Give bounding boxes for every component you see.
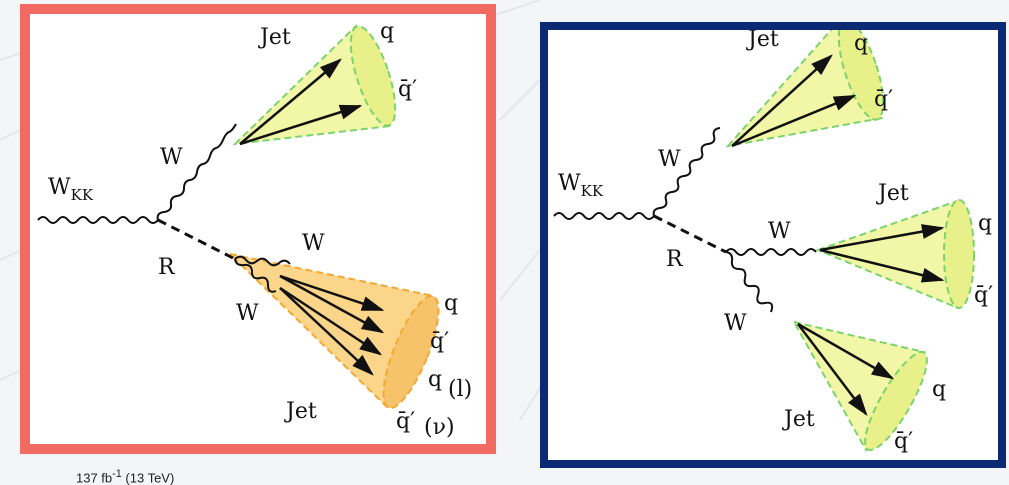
low-w-label: W [724, 311, 747, 336]
right-diagram-panel: WKK W Jet q q̄′ R W Jet q q̄′ W Jet q q̄… [540, 22, 1006, 468]
middle-jet-arrow-q [819, 224, 945, 252]
low-w-wavy-line [725, 251, 774, 313]
mid-jet-label: Jet [876, 181, 909, 206]
lower-jet-arrow-3 [279, 286, 383, 356]
upper-jet-label: Jet [258, 25, 291, 50]
lower-qbar1-label: q̄′ [430, 329, 449, 354]
left-feynman-diagram: WKK W Jet q q̄′ R W W Jet q q̄′ q (l) q̄… [37, 19, 472, 440]
lower-jet-arrow-q [797, 322, 895, 380]
lower-q2-label: q [428, 367, 442, 392]
upper-jet-label: Jet [746, 30, 779, 52]
upper-w-label: W [160, 145, 183, 170]
wkk-wavy-line [37, 216, 159, 224]
upper-qbar-label: q̄′ [398, 77, 417, 102]
lower-w-bottom-label: W [236, 301, 259, 326]
wkk-label: WKK [558, 171, 604, 200]
right-feynman-diagram: WKK W Jet q q̄′ R W Jet q q̄′ W Jet q q̄… [553, 30, 993, 454]
lower-nu-label: (ν) [424, 415, 455, 440]
lower-w-top-label: W [302, 231, 325, 256]
lower-jet-cone [792, 320, 928, 453]
mid-qbar-label: q̄′ [974, 283, 993, 308]
low-jet-label: Jet [782, 407, 815, 432]
upper-jet-arrow-qbar [731, 94, 857, 148]
upper-jet-cone [725, 30, 885, 148]
upper-jet-arrow-q [239, 58, 342, 145]
r-label: R [158, 255, 176, 280]
lower-jet-label: Jet [284, 399, 317, 424]
upper-q-label: q [380, 19, 394, 44]
low-q-label: q [932, 377, 946, 402]
wkk-wavy-line [553, 212, 655, 220]
upper-w-wavy-line [652, 127, 721, 217]
upper-qbar-label: q̄′ [874, 87, 893, 112]
lower-w-top-wavy-line [234, 255, 291, 267]
mid-q-label: q [978, 211, 992, 236]
lower-jet-arrow-4 [279, 287, 374, 376]
mid-w-label: W [768, 219, 791, 244]
lower-w-bottom-wavy-line [234, 258, 277, 293]
left-diagram-panel: WKK W Jet q q̄′ R W W Jet q q̄′ q (l) q̄… [20, 4, 496, 454]
upper-w-wavy-line [156, 123, 237, 221]
middle-jet-arrow-qbar [819, 248, 945, 283]
r-scalar-dashed-line [157, 218, 236, 261]
low-qbar-label: q̄′ [894, 429, 913, 454]
wkk-label: WKK [48, 175, 94, 204]
lower-qbar2-label: q̄′ [396, 409, 415, 434]
lower-l-label: (l) [448, 377, 472, 402]
lower-jet-cone [226, 252, 440, 410]
lower-jet-arrow-1 [279, 274, 385, 312]
upper-q-label: q [854, 31, 868, 56]
mid-w-wavy-line [725, 248, 817, 256]
lower-jet-arrow-2 [279, 274, 385, 334]
luminosity-label: 137 fb-1 (13 TeV) [76, 468, 175, 485]
upper-w-label: W [658, 147, 681, 172]
upper-jet-arrow-q [731, 54, 833, 147]
lower-q1-label: q [444, 291, 458, 316]
upper-jet-arrow-qbar [239, 104, 363, 146]
r-scalar-dashed-line [653, 214, 727, 254]
lower-jet-arrow-qbar [797, 323, 868, 416]
r-label: R [666, 247, 684, 272]
